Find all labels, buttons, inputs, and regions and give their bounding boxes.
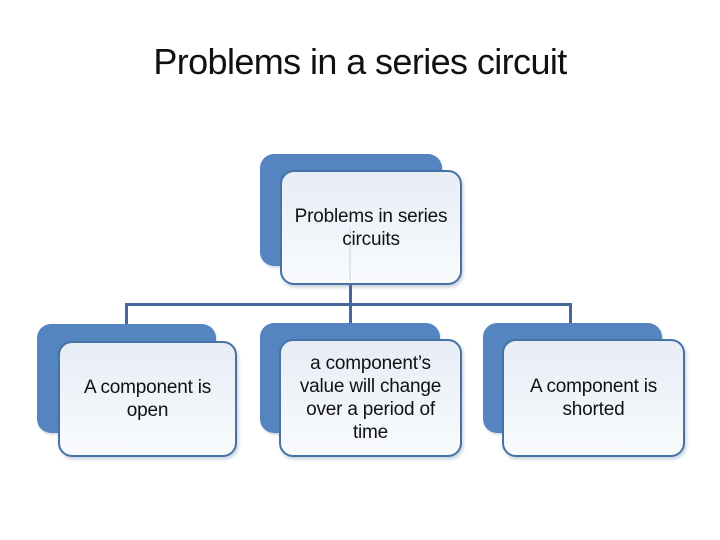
connector-drop-left bbox=[125, 303, 128, 325]
connector-drop-center bbox=[349, 305, 352, 323]
child-node-open-text: A component is open bbox=[83, 377, 212, 421]
root-node-inner-connector-shadow bbox=[349, 227, 351, 281]
child-node-value-change-text: a component’s value will change over a p… bbox=[299, 353, 442, 443]
root-node-text: Problems in series circuits bbox=[294, 205, 448, 250]
connector-trunk bbox=[349, 285, 352, 305]
root-node: Problems in series circuits bbox=[280, 170, 462, 285]
child-node-shorted: A component is shorted bbox=[502, 339, 685, 457]
connector-drop-right bbox=[569, 303, 572, 325]
child-node-open: A component is open bbox=[58, 341, 237, 457]
connector-horizontal-bar bbox=[125, 303, 572, 306]
child-node-shorted-text: A component is shorted bbox=[529, 376, 658, 420]
child-node-value-change: a component’s value will change over a p… bbox=[279, 339, 462, 457]
slide-title: Problems in a series circuit bbox=[153, 41, 567, 82]
